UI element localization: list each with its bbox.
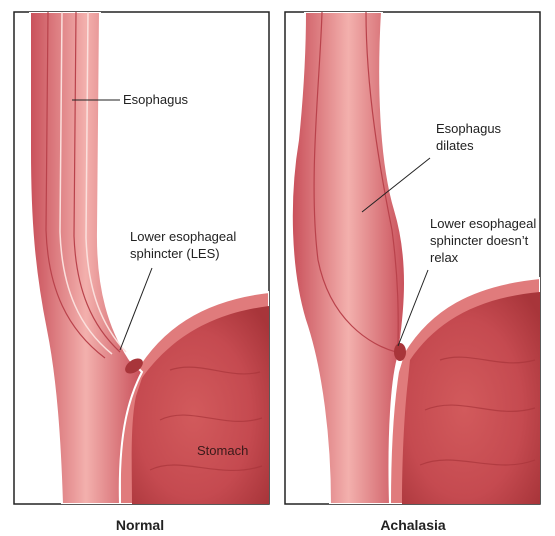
achalasia-les-label-line2: sphincter doesn’t: [430, 233, 529, 248]
achalasia-les: [394, 343, 406, 361]
achalasia-les-label-line3: relax: [430, 250, 459, 265]
achalasia-caption: Achalasia: [380, 517, 446, 533]
achalasia-dilates-label-line1: Esophagus: [436, 121, 502, 136]
achalasia-panel: Esophagus dilates Lower esophageal sphin…: [285, 12, 540, 533]
normal-les-label-line1: Lower esophageal: [130, 229, 236, 244]
achalasia-dilates-label-line2: dilates: [436, 138, 474, 153]
normal-panel: Esophagus Lower esophageal sphincter (LE…: [14, 12, 269, 533]
normal-stomach-label: Stomach: [197, 443, 248, 458]
normal-les-label-line2: sphincter (LES): [130, 246, 220, 261]
normal-caption: Normal: [116, 517, 164, 533]
normal-esophagus-label: Esophagus: [123, 92, 189, 107]
achalasia-les-label-line1: Lower esophageal: [430, 216, 536, 231]
